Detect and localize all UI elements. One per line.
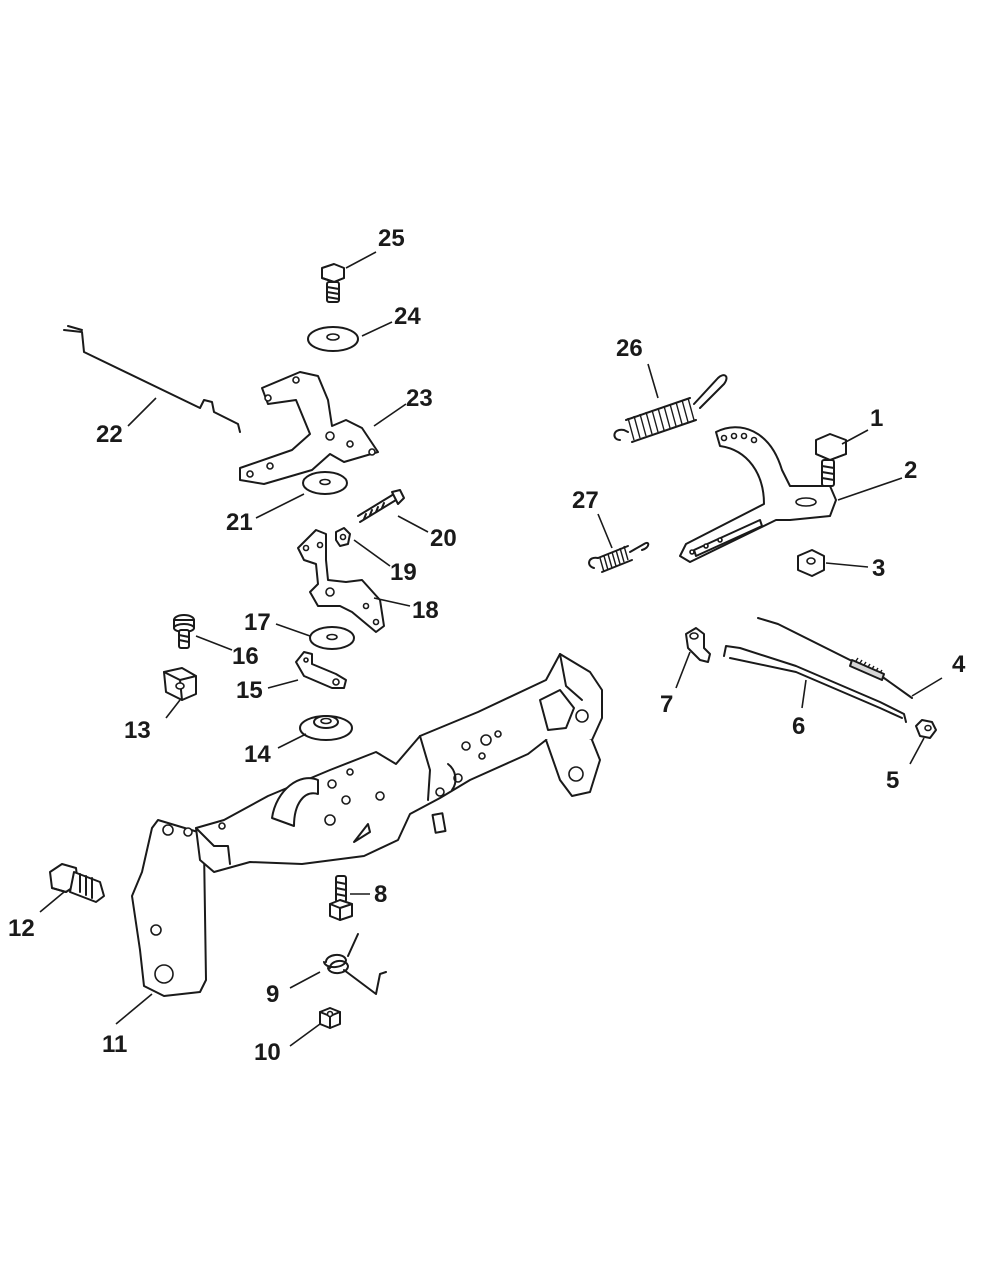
callout-8: 8	[374, 881, 387, 908]
callout-26: 26	[616, 335, 643, 362]
part-1-bolt[interactable]	[815, 433, 847, 487]
callout-27: 27	[572, 487, 599, 514]
part-26-spring[interactable]	[613, 374, 728, 443]
part-13-clip[interactable]	[163, 667, 197, 701]
part-15-link[interactable]	[295, 651, 347, 689]
part-24-washer[interactable]	[307, 326, 359, 352]
part-8-screw[interactable]	[329, 875, 353, 921]
callout-19: 19	[390, 559, 417, 586]
callout-25: 25	[378, 225, 405, 252]
callout-14: 14	[244, 741, 271, 768]
callout-labels: 25 24 22 23 21 20 19 18 17 16 15 13 14 1…	[8, 225, 966, 1066]
part-11-main-bracket[interactable]	[131, 653, 603, 997]
part-10-nut[interactable]	[319, 1007, 341, 1029]
part-27-spring[interactable]	[588, 541, 650, 573]
callout-13: 13	[124, 717, 151, 744]
callout-3: 3	[872, 555, 885, 582]
part-2-lever[interactable]	[679, 426, 837, 563]
callout-12: 12	[8, 915, 35, 942]
callout-2: 2	[904, 457, 917, 484]
part-5-screw[interactable]	[915, 719, 937, 739]
part-16-screw[interactable]	[173, 614, 195, 649]
part-17-washer[interactable]	[309, 626, 355, 650]
callout-15: 15	[236, 677, 263, 704]
callout-24: 24	[394, 303, 421, 330]
callout-16: 16	[232, 643, 259, 670]
callout-11: 11	[102, 1031, 127, 1058]
callout-21: 21	[226, 509, 253, 536]
callout-9: 9	[266, 981, 279, 1008]
callout-5: 5	[886, 767, 899, 794]
part-7-cable-clamp[interactable]	[685, 627, 711, 663]
part-4-cable[interactable]	[757, 617, 913, 699]
part-14-spacer[interactable]	[299, 715, 353, 741]
part-25-bolt[interactable]	[321, 263, 345, 303]
part-6-throttle-rod[interactable]	[723, 645, 907, 723]
callout-7: 7	[660, 691, 673, 718]
callout-6: 6	[792, 713, 805, 740]
part-9-spring[interactable]	[323, 933, 387, 995]
callout-4: 4	[952, 651, 966, 678]
callout-10: 10	[254, 1039, 281, 1066]
callout-1: 1	[870, 405, 883, 432]
part-18-throttle-lever[interactable]	[297, 529, 385, 633]
part-12-flange-bolt[interactable]	[49, 863, 105, 903]
part-22-control-rod[interactable]	[63, 325, 241, 433]
part-21-washer[interactable]	[302, 471, 348, 495]
part-20-bolt[interactable]	[357, 489, 405, 523]
callout-23: 23	[406, 385, 433, 412]
callout-17: 17	[244, 609, 271, 636]
part-23-lever-bracket[interactable]	[239, 371, 379, 485]
part-3-nut[interactable]	[797, 549, 825, 577]
callout-20: 20	[430, 525, 457, 552]
leader-lines	[39, 251, 943, 1047]
callout-22: 22	[96, 421, 123, 448]
part-19-nut[interactable]	[335, 527, 351, 547]
callout-18: 18	[412, 597, 439, 624]
